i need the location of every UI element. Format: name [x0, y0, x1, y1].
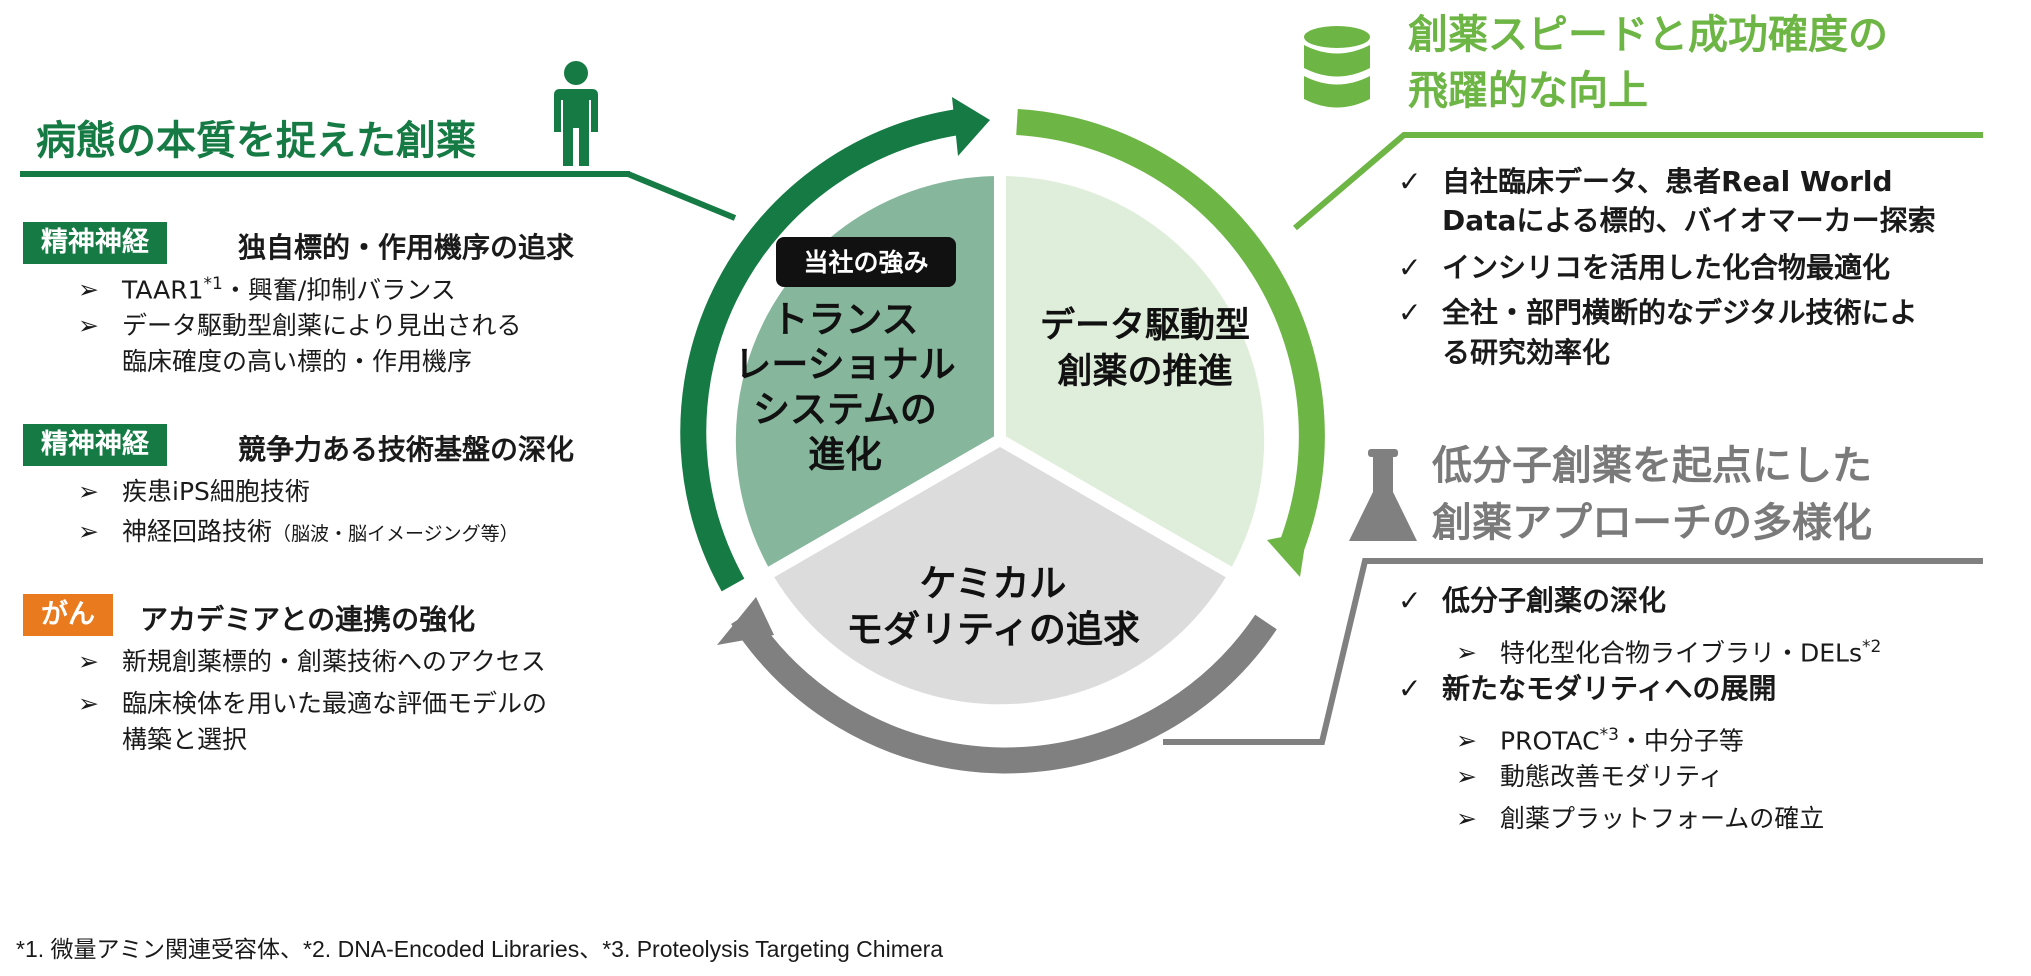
arc-light-green-arrowhead	[1267, 532, 1307, 577]
arrow-bullet-icon: ➢	[78, 647, 99, 676]
section3-bullet-1: ➢新規創薬標的・創薬技術へのアクセス	[78, 642, 546, 682]
right-bottom-item-1-sub: ➢特化型化合物ライブラリ・DELs*2	[1456, 626, 1881, 674]
seg1-line-2: レーショナル	[734, 343, 955, 386]
arrow-bullet-icon: ➢	[78, 477, 99, 506]
strength-badge-bg	[776, 237, 956, 287]
right-bottom-title-line-1: 低分子創薬を起点にした	[1432, 443, 1872, 489]
seg1-line-1: トランス	[771, 298, 918, 341]
check-icon: ✓	[1398, 165, 1422, 198]
right-top-connector-line	[1293, 132, 1983, 231]
left-title-underline	[20, 171, 630, 177]
database-icon	[1304, 26, 1370, 108]
section3-bullet-2-cont: 構築と選択	[122, 725, 248, 754]
section2-bullet-1: ➢疾患iPS細胞技術	[78, 472, 310, 512]
strength-badge-text: 当社の強み	[803, 248, 928, 277]
arrow-bullet-icon: ➢	[78, 311, 99, 340]
arrow-bullet-icon: ➢	[1456, 726, 1477, 756]
section3-tag: がん	[23, 594, 113, 636]
segment-translational-label: トランス レーショナル システムの 進化	[734, 298, 955, 476]
right-top-item-1-cont: Dataによる標的、バイオマーカー探索	[1442, 204, 1936, 237]
seg3-line-1: ケミカル	[920, 562, 1067, 605]
section2-heading: 競争力ある技術基盤の深化	[238, 433, 575, 466]
check-icon: ✓	[1398, 251, 1422, 284]
arc-dark-green-arrowhead	[952, 97, 990, 156]
section3-heading: アカデミアとの連携の強化	[140, 603, 476, 636]
seg2-line-1: データ駆動型	[1040, 305, 1250, 346]
section1-bullet-2: ➢データ駆動型創薬により見出される	[78, 306, 522, 346]
check-icon: ✓	[1398, 296, 1422, 329]
footnote: *1. 微量アミン関連受容体、*2. DNA-Encoded Libraries…	[16, 936, 944, 962]
right-bottom-item-2-sub-3: ➢創薬プラットフォームの確立	[1456, 798, 1824, 840]
seg1-line-4: 進化	[808, 433, 882, 476]
segment-chemical-modality	[760, 434, 1240, 717]
segment-data-driven-label: データ駆動型 創薬の推進	[1040, 305, 1250, 392]
arc-gray-arrowhead	[717, 597, 774, 645]
right-top-title-line-2: 飛躍的な向上	[1408, 68, 1648, 114]
arrow-bullet-icon: ➢	[1456, 638, 1477, 668]
section1-heading: 独自標的・作用機序の追求	[238, 231, 575, 264]
right-bottom-item-2-sub-1: ➢PROTAC*3・中分子等	[1456, 714, 1744, 762]
section1-tag: 精神神経	[23, 222, 167, 264]
arrow-bullet-icon: ➢	[78, 517, 99, 546]
check-icon: ✓	[1398, 584, 1422, 617]
seg1-line-3: システムの	[753, 388, 937, 431]
right-top-title-line-1: 創薬スピードと成功確度の	[1408, 12, 1888, 58]
left-connector-line	[626, 171, 737, 221]
right-top-item-3-cont: る研究効率化	[1442, 336, 1611, 369]
right-top-item-2: ✓インシリコを活用した化合物最適化	[1398, 247, 1890, 289]
check-icon: ✓	[1398, 672, 1422, 705]
right-bottom-connector-line	[1163, 558, 1983, 745]
right-bottom-item-2: ✓新たなモダリティへの展開	[1398, 668, 1776, 710]
right-top-item-3: ✓全社・部門横断的なデジタル技術によ	[1398, 292, 1917, 334]
seg3-line-2: モダリティの追求	[846, 608, 1140, 651]
section2-bullet-2: ➢神経回路技術（脳波・脳イメージング等）	[78, 512, 519, 554]
arrow-bullet-icon: ➢	[78, 689, 99, 718]
left-title: 病態の本質を捉えた創薬	[36, 118, 476, 164]
arrow-bullet-icon: ➢	[1456, 804, 1477, 833]
seg2-line-2: 創薬の推進	[1057, 352, 1232, 392]
person-icon	[554, 61, 598, 166]
right-bottom-item-1: ✓低分子創薬の深化	[1398, 580, 1666, 622]
arc-light-green	[1016, 109, 1325, 558]
flask-icon	[1349, 449, 1417, 541]
section2-tag: 精神神経	[23, 424, 167, 466]
section1-bullet-1: ➢TAAR1*1・興奮/抑制バランス	[78, 264, 456, 310]
right-bottom-item-2-sub-2: ➢動態改善モダリティ	[1456, 756, 1724, 798]
arc-dark-green	[680, 109, 961, 592]
right-bottom-title-line-2: 創薬アプローチの多様化	[1432, 500, 1872, 546]
arc-gray	[731, 609, 1277, 774]
section1-bullet-2-cont: 臨床確度の高い標的・作用機序	[122, 347, 473, 376]
arrow-bullet-icon: ➢	[78, 275, 99, 305]
segment-chemical-label: ケミカル モダリティの追求	[846, 562, 1140, 651]
right-top-item-1: ✓自社臨床データ、患者Real World	[1398, 161, 1893, 203]
section3-bullet-2: ➢臨床検体を用いた最適な評価モデルの	[78, 684, 547, 724]
arrow-bullet-icon: ➢	[1456, 762, 1477, 791]
